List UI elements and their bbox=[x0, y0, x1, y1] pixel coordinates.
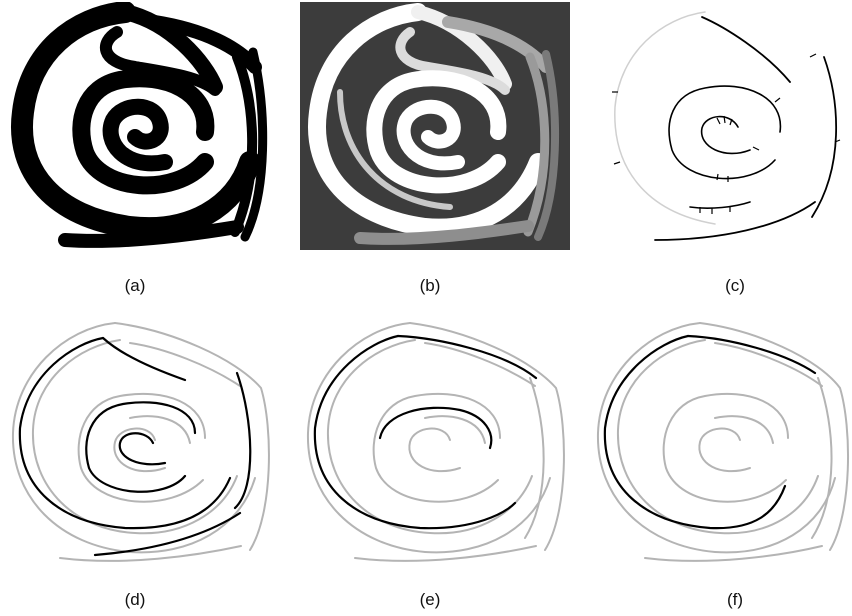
panel-label-a: (a) bbox=[124, 276, 146, 295]
panel-c bbox=[590, 2, 852, 252]
outline-result-e bbox=[306, 322, 565, 562]
binary-spiral-image bbox=[5, 2, 277, 252]
panel-label-e: (e) bbox=[419, 590, 441, 609]
panel-label-d: (d) bbox=[124, 590, 146, 609]
panel-label-b: (b) bbox=[419, 276, 441, 295]
panel-e bbox=[300, 318, 572, 568]
skeleton-image bbox=[590, 2, 852, 252]
panel-f bbox=[590, 318, 852, 568]
panel-a bbox=[5, 2, 277, 252]
panel-b bbox=[300, 2, 570, 250]
panel-label-f: (f) bbox=[726, 590, 744, 609]
outline-result-f bbox=[596, 322, 850, 562]
panel-d bbox=[5, 318, 277, 568]
segmentation-image bbox=[300, 2, 570, 250]
outline-result-d bbox=[11, 322, 270, 562]
panel-label-c: (c) bbox=[725, 276, 745, 295]
